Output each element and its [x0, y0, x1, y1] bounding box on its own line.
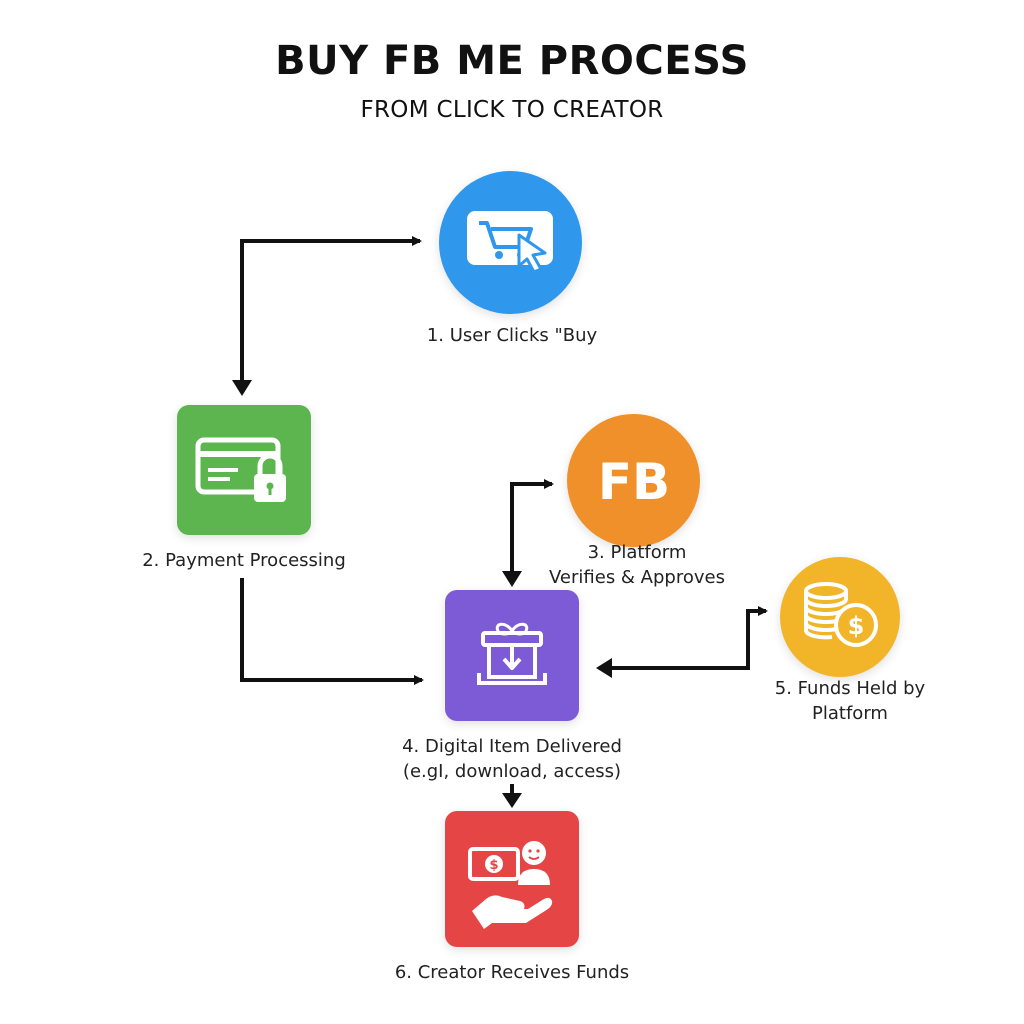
- cart-cursor-icon: [466, 210, 553, 273]
- arrow-head-step2: [232, 380, 252, 396]
- step2-node: [177, 405, 311, 535]
- step6-node: $: [445, 811, 579, 947]
- arrow-head-step4-right: [596, 658, 612, 678]
- step1-label: 1. User Clicks "Buy: [426, 325, 598, 346]
- svg-text:$: $: [848, 612, 865, 640]
- card-lock-icon: [195, 437, 286, 502]
- page-title: BUY FB ME PROCESS: [275, 38, 749, 84]
- step3-label: 3. Platform Verifies & Approves: [522, 540, 752, 590]
- step5-label-line2: Platform: [812, 703, 888, 724]
- step2-label: 2. Payment Processing: [142, 550, 346, 571]
- gift-download-icon: [477, 622, 547, 685]
- step3-label-line1: 3. Platform: [587, 542, 687, 563]
- step1-node: [439, 171, 582, 314]
- fb-logo-text: FB: [597, 453, 669, 511]
- step6-label: 6. Creator Receives Funds: [394, 962, 630, 983]
- step5-node: $: [780, 557, 900, 677]
- arrow-step1-step2: [240, 236, 422, 386]
- arrow-head-step4-top: [502, 571, 522, 587]
- step5-label: 5. Funds Held by Platform: [740, 676, 960, 726]
- coins-icon: $: [804, 582, 878, 647]
- step3-label-line2: Verifies & Approves: [549, 567, 725, 588]
- step3-node: FB: [567, 414, 700, 547]
- step4-label-line1: 4. Digital Item Delivered: [402, 736, 622, 757]
- step4-label: 4. Digital Item Delivered (e.gI, downloa…: [372, 734, 652, 784]
- arrow-step4-step3: [510, 479, 554, 575]
- money-hand-icon: $: [468, 841, 553, 929]
- step4-label-line2: (e.gI, download, access): [402, 761, 622, 782]
- step4-node: [445, 590, 579, 721]
- arrow-head-step6: [502, 793, 522, 808]
- arrow-step2-step4: [240, 578, 424, 685]
- step5-label-line1: 5. Funds Held by: [774, 678, 926, 699]
- fb-logo-icon: FB: [597, 453, 669, 511]
- page-subtitle: FROM CLICK TO CREATOR: [360, 97, 664, 123]
- svg-text:$: $: [489, 858, 498, 873]
- arrow-step4-step5: [610, 606, 768, 670]
